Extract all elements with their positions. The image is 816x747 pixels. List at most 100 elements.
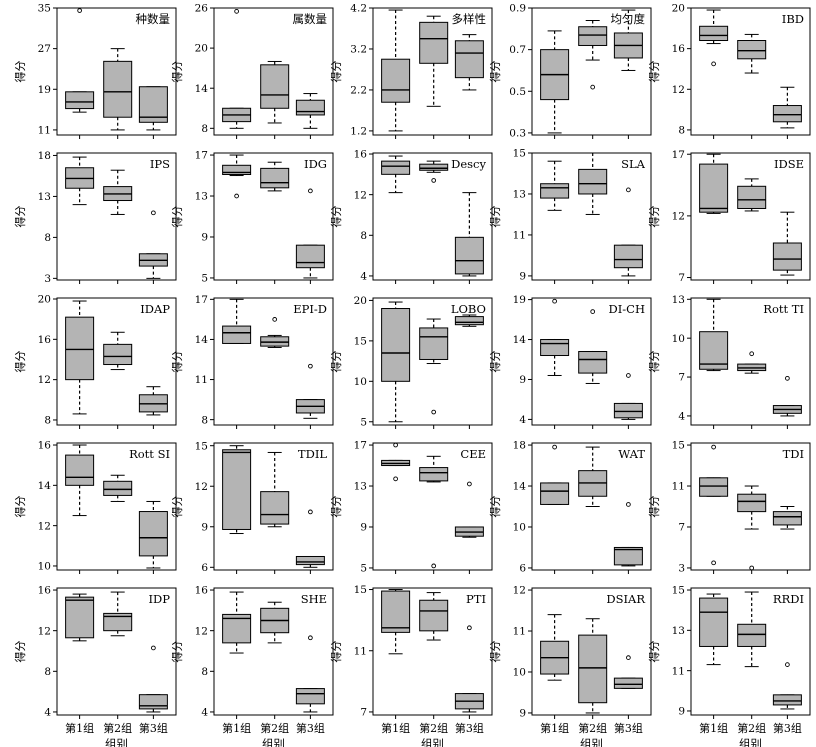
x-category-label: 第3组 <box>773 721 802 735</box>
iqr-box <box>381 308 411 382</box>
outlier-point <box>234 193 239 199</box>
outlier-point <box>308 509 313 515</box>
outlier-point <box>626 655 631 660</box>
box-3 <box>138 500 168 569</box>
box-3 <box>613 373 643 420</box>
y-tick-label: 8 <box>44 415 51 427</box>
y-tick-label: 35 <box>38 3 51 15</box>
outlier-point <box>308 635 313 641</box>
panel-frame <box>372 7 493 136</box>
panel-22: SHE481216得分第1组第2组第3组组别 <box>171 585 334 747</box>
iqr-box <box>699 25 729 42</box>
panel-frame <box>372 152 493 281</box>
y-axis-label: 得分 <box>489 351 502 373</box>
y-tick-label: 12 <box>195 625 208 637</box>
y-tick-label: 1.2 <box>350 126 367 138</box>
box-2 <box>103 331 133 371</box>
y-tick-label: 5 <box>360 416 367 428</box>
y-axis-label: 得分 <box>330 641 343 663</box>
y-tick-label: 8 <box>201 414 208 426</box>
iqr-box <box>65 316 95 381</box>
box-2 <box>578 446 608 507</box>
iqr-box <box>613 546 643 566</box>
box-2 <box>419 318 449 415</box>
box-3 <box>772 86 802 129</box>
y-axis-label: 得分 <box>14 351 27 373</box>
panel-frame <box>213 152 334 281</box>
outlier-point <box>308 188 313 194</box>
panel-24: DSIAR9101112得分第1组第2组第3组组别 <box>489 585 652 747</box>
box-2 <box>737 33 767 74</box>
y-tick-label: 11 <box>38 125 51 137</box>
panel-23: PTI71115得分第1组第2组第3组组别 <box>330 584 493 747</box>
box-1 <box>65 444 95 517</box>
box-3 <box>138 210 168 279</box>
panel-frame <box>56 297 177 426</box>
iqr-box <box>381 590 411 633</box>
y-axis-label: 得分 <box>14 496 27 518</box>
box-1 <box>699 9 729 67</box>
panel-frame <box>372 442 493 571</box>
y-tick-label: 8 <box>201 123 208 135</box>
x-axis-title: 组别 <box>421 737 444 747</box>
y-tick-label: 4 <box>519 414 526 426</box>
iqr-box <box>578 351 608 374</box>
outlier-point <box>711 444 716 450</box>
iqr-box <box>103 480 133 496</box>
outlier-point <box>590 84 596 90</box>
iqr-box <box>772 694 802 706</box>
panel-title: PTI <box>466 592 486 606</box>
y-axis-label: 得分 <box>648 61 661 83</box>
box-3 <box>295 509 325 568</box>
box-2 <box>578 152 608 215</box>
y-tick-label: 3.2 <box>350 44 367 56</box>
y-tick-label: 16 <box>38 585 52 597</box>
iqr-box <box>772 511 802 526</box>
panel-title: IPS <box>150 157 170 171</box>
x-category-label: 第2组 <box>737 721 766 735</box>
y-tick-label: 12 <box>672 84 685 96</box>
panel-frame <box>56 152 177 281</box>
y-tick-label: 13 <box>354 481 367 493</box>
y-tick-label: 12 <box>38 374 51 386</box>
iqr-box <box>737 623 767 647</box>
y-tick-label: 8 <box>360 230 367 242</box>
iqr-box <box>737 185 767 209</box>
x-category-label: 第2组 <box>260 721 289 735</box>
y-tick-label: 9 <box>519 708 526 720</box>
y-tick-label: 7 <box>678 522 685 534</box>
y-axis-label: 得分 <box>330 496 343 518</box>
x-axis-title: 组别 <box>262 737 285 747</box>
y-tick-label: 4 <box>201 707 208 719</box>
panel-frame <box>372 587 493 716</box>
iqr-box <box>419 21 449 64</box>
panel-title: Rott SI <box>129 447 170 461</box>
iqr-box <box>103 60 133 118</box>
y-axis-label: 得分 <box>648 351 661 373</box>
iqr-box <box>295 244 325 269</box>
box-3 <box>138 645 168 713</box>
y-tick-label: 15 <box>354 584 367 596</box>
x-category-label: 第1组 <box>381 721 410 735</box>
y-tick-label: 3 <box>678 563 685 575</box>
y-axis-label: 得分 <box>489 61 502 83</box>
iqr-box <box>260 64 290 109</box>
panel-title: Rott TI <box>763 302 804 316</box>
box-3 <box>772 375 802 417</box>
iqr-box <box>454 236 484 275</box>
y-tick-label: 8 <box>44 666 51 678</box>
y-tick-label: 18 <box>513 440 526 452</box>
y-tick-label: 20 <box>672 3 685 15</box>
y-tick-label: 12 <box>513 585 526 597</box>
panel-frame <box>531 442 652 571</box>
outlier-point <box>151 645 156 651</box>
box-1 <box>699 298 729 372</box>
box-2 <box>260 161 290 192</box>
outlier-point <box>590 309 596 314</box>
y-tick-label: 9 <box>519 374 526 386</box>
y-tick-label: 12 <box>195 481 208 493</box>
box-1 <box>222 154 252 199</box>
box-3 <box>772 506 802 530</box>
